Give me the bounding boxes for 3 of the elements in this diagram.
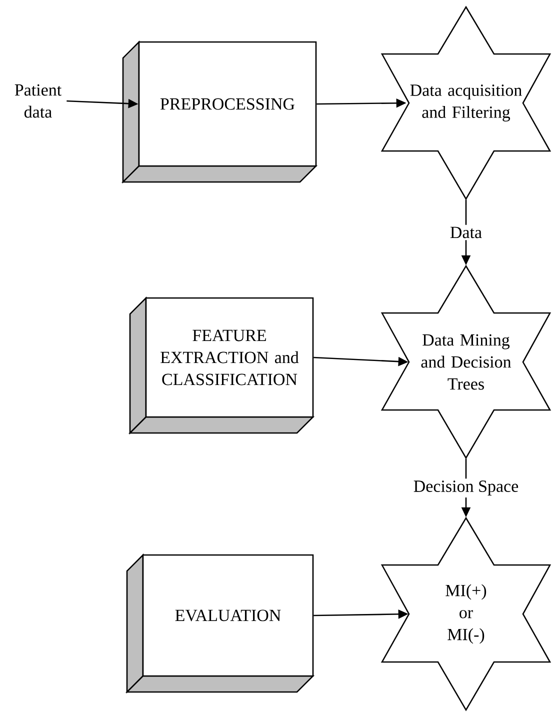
input-label: Patient data xyxy=(14,84,62,118)
edge-label: Decision Space xyxy=(414,480,518,496)
edge-label: Data xyxy=(450,226,482,238)
